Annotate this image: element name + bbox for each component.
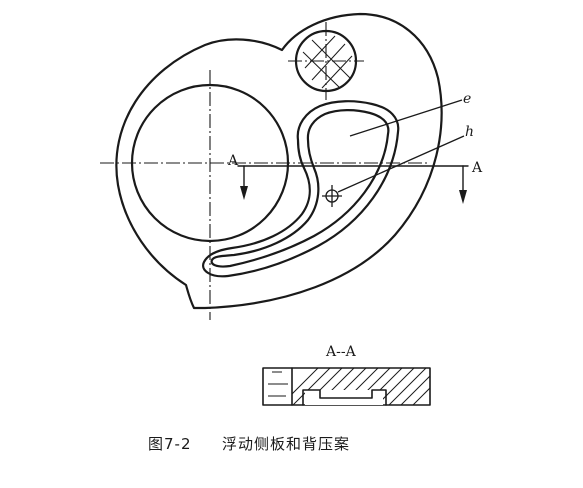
- section-view: [262, 367, 431, 406]
- section-arrow-left-head: [240, 186, 248, 200]
- leader-h: [337, 135, 465, 193]
- groove-outer: [202, 100, 400, 278]
- section-label-right: A: [471, 160, 483, 176]
- label-e: e: [463, 91, 471, 107]
- plate-outline: [115, 12, 443, 310]
- label-h: h: [465, 124, 474, 140]
- caption-title: 浮动侧板和背压案: [222, 435, 350, 453]
- pin-hole-hatch: [302, 35, 353, 89]
- caption-number: 图7-2: [148, 435, 192, 453]
- leader-e: [349, 99, 463, 137]
- section-view-title: A--A: [325, 344, 357, 360]
- section-label-left: A: [227, 153, 239, 169]
- section-arrow-right-head: [459, 190, 467, 204]
- groove-inner: [210, 109, 390, 268]
